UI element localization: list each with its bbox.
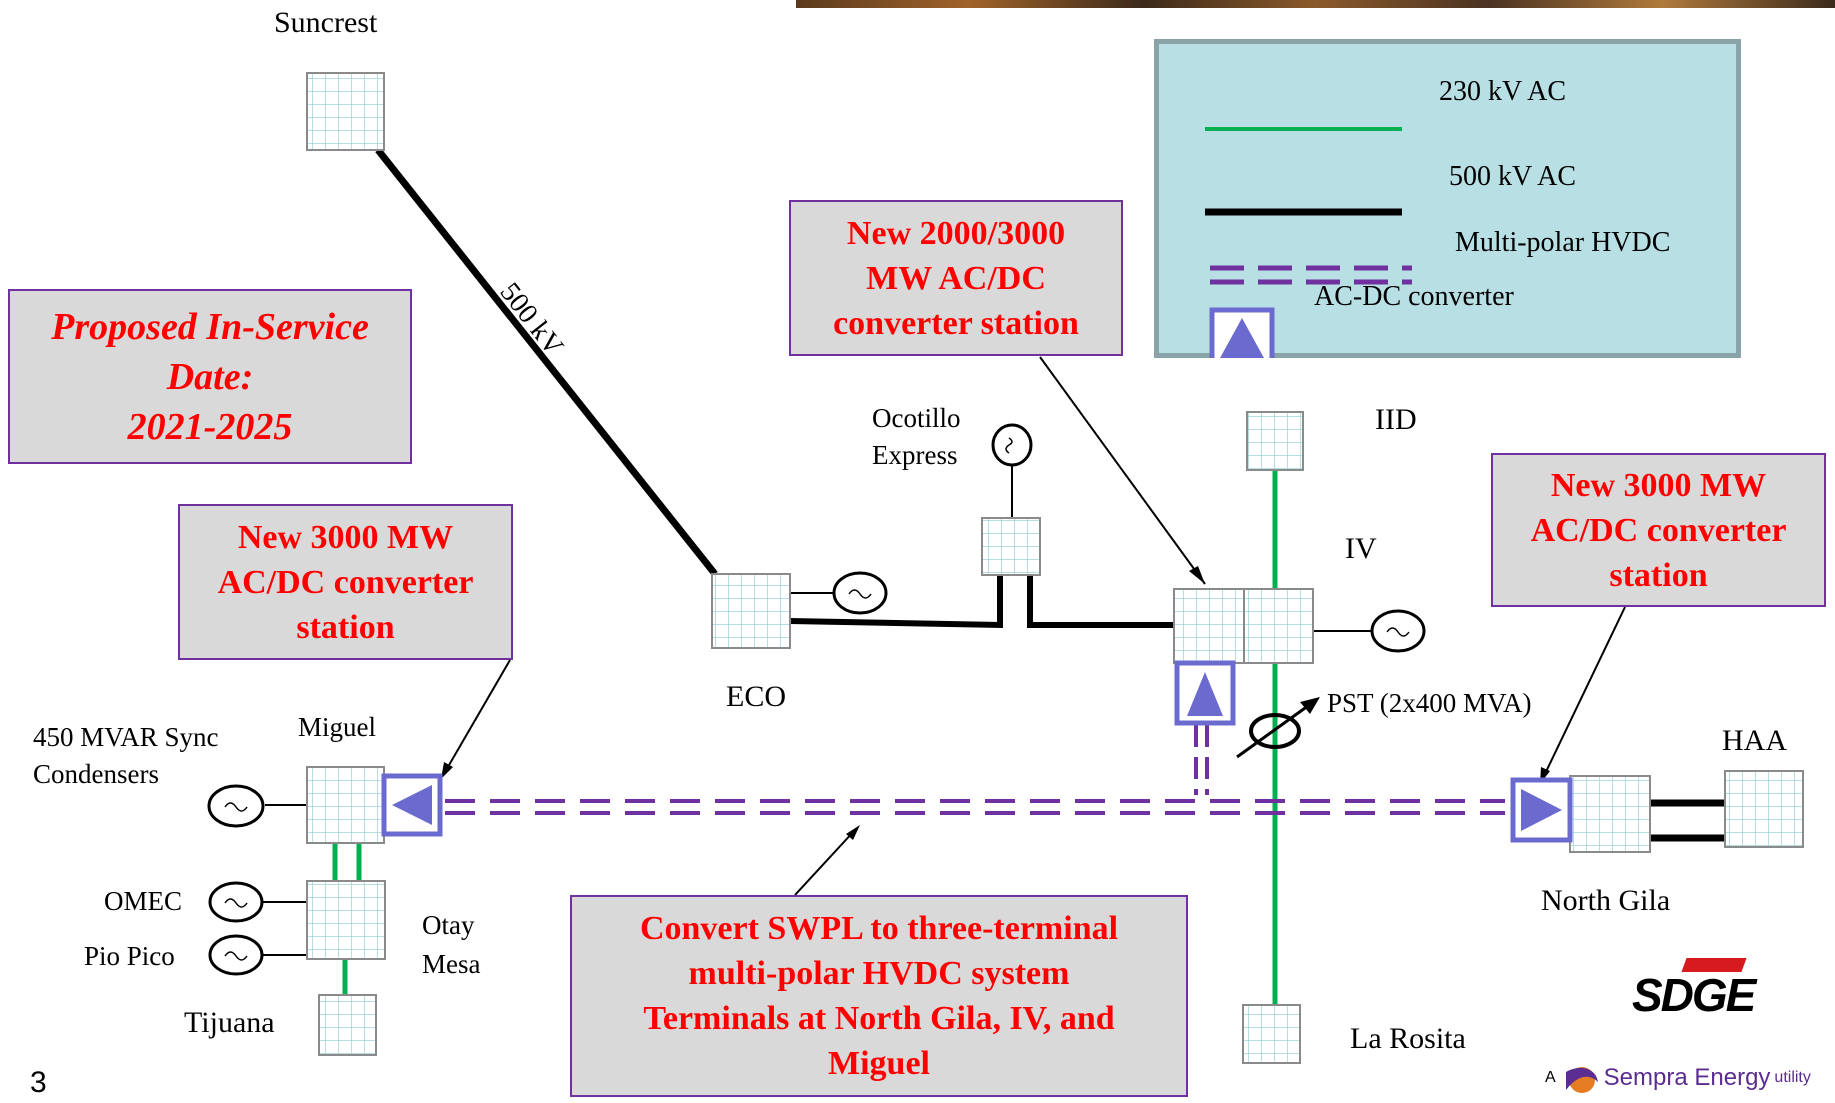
label-suncrest: Suncrest bbox=[274, 6, 378, 39]
converter-miguel-triangle bbox=[392, 785, 432, 825]
legend-230kv-label: 230 kV AC bbox=[1439, 76, 1567, 107]
legend: 230 kV AC 500 kV AC Multi-polar HVDC AC-… bbox=[1154, 39, 1741, 358]
substation-otay-mesa bbox=[306, 880, 386, 960]
substation-suncrest bbox=[306, 72, 385, 151]
label-ocotillo-line1: Ocotillo bbox=[872, 403, 961, 433]
label-la-rosita: La Rosita bbox=[1350, 1022, 1466, 1055]
sempra-name: Sempra Energy bbox=[1603, 1064, 1771, 1091]
pst-icon bbox=[1249, 713, 1301, 749]
legend-500kv-label: 500 kV AC bbox=[1449, 161, 1577, 192]
sempra-suffix: utility bbox=[1774, 1069, 1811, 1086]
sdge-logo-text: SDGE bbox=[1632, 969, 1756, 1021]
pst-arrowhead bbox=[1300, 697, 1320, 714]
callout-gila-line2: AC/DC converter bbox=[1530, 511, 1787, 549]
sempra-logo: A Sempra Energy utility bbox=[1545, 1060, 1811, 1096]
label-haa: HAA bbox=[1722, 724, 1787, 757]
page-number: 3 bbox=[30, 1066, 47, 1099]
callout-in-service-date: Proposed In-Service Date: 2021-2025 bbox=[8, 289, 412, 464]
substation-iv-right bbox=[1243, 588, 1314, 664]
label-otay-line1: Otay bbox=[422, 910, 475, 940]
sempra-flame-icon bbox=[1565, 1067, 1598, 1093]
callout-swpl-line4: Miguel bbox=[828, 1045, 930, 1082]
legend-hvdc-label: Multi-polar HVDC bbox=[1455, 227, 1671, 258]
substation-haa bbox=[1724, 770, 1804, 848]
callout-iv-line2: MW AC/DC bbox=[866, 259, 1046, 297]
converter-north-gila-triangle bbox=[1521, 789, 1562, 831]
callout-iv-line1: New 2000/3000 bbox=[846, 214, 1066, 252]
substation-la-rosita bbox=[1242, 1004, 1301, 1064]
converter-iv-triangle bbox=[1187, 672, 1223, 716]
generator-icon-omec bbox=[208, 881, 264, 923]
substation-eco bbox=[711, 573, 791, 649]
callout-in-service-line3: 2021-2025 bbox=[127, 405, 293, 448]
callout-in-service-line2: Date: bbox=[166, 355, 254, 398]
label-ocotillo-line2: Express bbox=[872, 440, 958, 470]
callout-swpl-line1: Convert SWPL to three-terminal bbox=[639, 910, 1119, 947]
sdge-logo-mark bbox=[1681, 958, 1747, 972]
legend-converter-triangle bbox=[1220, 318, 1264, 358]
callout-miguel-converter: New 3000 MW AC/DC converter station bbox=[178, 504, 513, 660]
label-omec: OMEC bbox=[104, 886, 183, 916]
pointer-miguel-converter bbox=[444, 659, 511, 773]
callout-swpl-line2: multi-polar HVDC system bbox=[688, 955, 1070, 992]
pointer-iv-arrowhead bbox=[1189, 566, 1205, 584]
generator-icon-iv bbox=[1370, 609, 1426, 653]
substation-miguel bbox=[306, 766, 385, 844]
callout-gila-line1: New 3000 MW bbox=[1550, 466, 1767, 504]
substation-tijuana bbox=[318, 994, 377, 1056]
label-otay-line2: Mesa bbox=[422, 949, 481, 979]
callout-iv-line3: converter station bbox=[833, 304, 1079, 342]
pointer-gila-converter bbox=[1542, 606, 1626, 779]
substation-north-gila bbox=[1569, 775, 1651, 853]
label-sync-line2: Condensers bbox=[33, 759, 159, 789]
callout-swpl-conversion: Convert SWPL to three-terminal multi-pol… bbox=[570, 895, 1188, 1097]
generator-icon-pio-pico bbox=[208, 934, 264, 976]
label-miguel: Miguel bbox=[298, 712, 376, 742]
substation-iv-left bbox=[1173, 588, 1245, 664]
generator-icon-ocotillo bbox=[991, 423, 1033, 467]
label-tijuana: Tijuana bbox=[184, 1006, 275, 1039]
label-north-gila: North Gila bbox=[1541, 884, 1671, 917]
callout-gila-line3: station bbox=[1609, 556, 1708, 594]
label-pst: PST (2x400 MVA) bbox=[1327, 688, 1532, 718]
callout-north-gila-converter: New 3000 MW AC/DC converter station bbox=[1491, 453, 1826, 607]
generator-icon-sync bbox=[207, 784, 265, 828]
legend-symbols bbox=[1205, 127, 1412, 358]
pst-arrow bbox=[1236, 701, 1313, 759]
callout-in-service-line1: Proposed In-Service bbox=[51, 305, 369, 348]
line-500kv-eco-ocotillo bbox=[789, 575, 1003, 629]
label-iv: IV bbox=[1345, 532, 1377, 565]
generator-icon-eco bbox=[832, 571, 888, 615]
label-eco: ECO bbox=[726, 680, 786, 713]
sempra-prefix: A bbox=[1545, 1069, 1556, 1086]
substation-iid bbox=[1246, 411, 1304, 471]
label-sync-line1: 450 MVAR Sync bbox=[33, 722, 219, 752]
legend-converter-label: AC-DC converter bbox=[1314, 281, 1514, 312]
line-500kv-suncrest-eco bbox=[375, 147, 718, 577]
pointer-swpl-arrowhead bbox=[846, 825, 860, 840]
sdge-logo: SDGE bbox=[1632, 958, 1756, 1022]
pointer-miguel-arrowhead bbox=[441, 762, 453, 779]
callout-miguel-line2: AC/DC converter bbox=[217, 563, 474, 601]
substation-ocotillo bbox=[981, 517, 1041, 576]
pointer-iv-converter bbox=[1039, 356, 1206, 585]
callout-swpl-line3: Terminals at North Gila, IV, and bbox=[643, 1000, 1115, 1037]
label-iid: IID bbox=[1375, 403, 1417, 436]
callout-miguel-line3: station bbox=[296, 608, 395, 646]
callout-iv-converter: New 2000/3000 MW AC/DC converter station bbox=[789, 200, 1123, 356]
pointer-swpl bbox=[794, 829, 856, 896]
callout-miguel-line1: New 3000 MW bbox=[237, 518, 454, 556]
banner-image-strip bbox=[796, 0, 1835, 8]
line-500kv-ocotillo-iv bbox=[1027, 575, 1174, 628]
label-pio-pico: Pio Pico bbox=[84, 941, 175, 971]
